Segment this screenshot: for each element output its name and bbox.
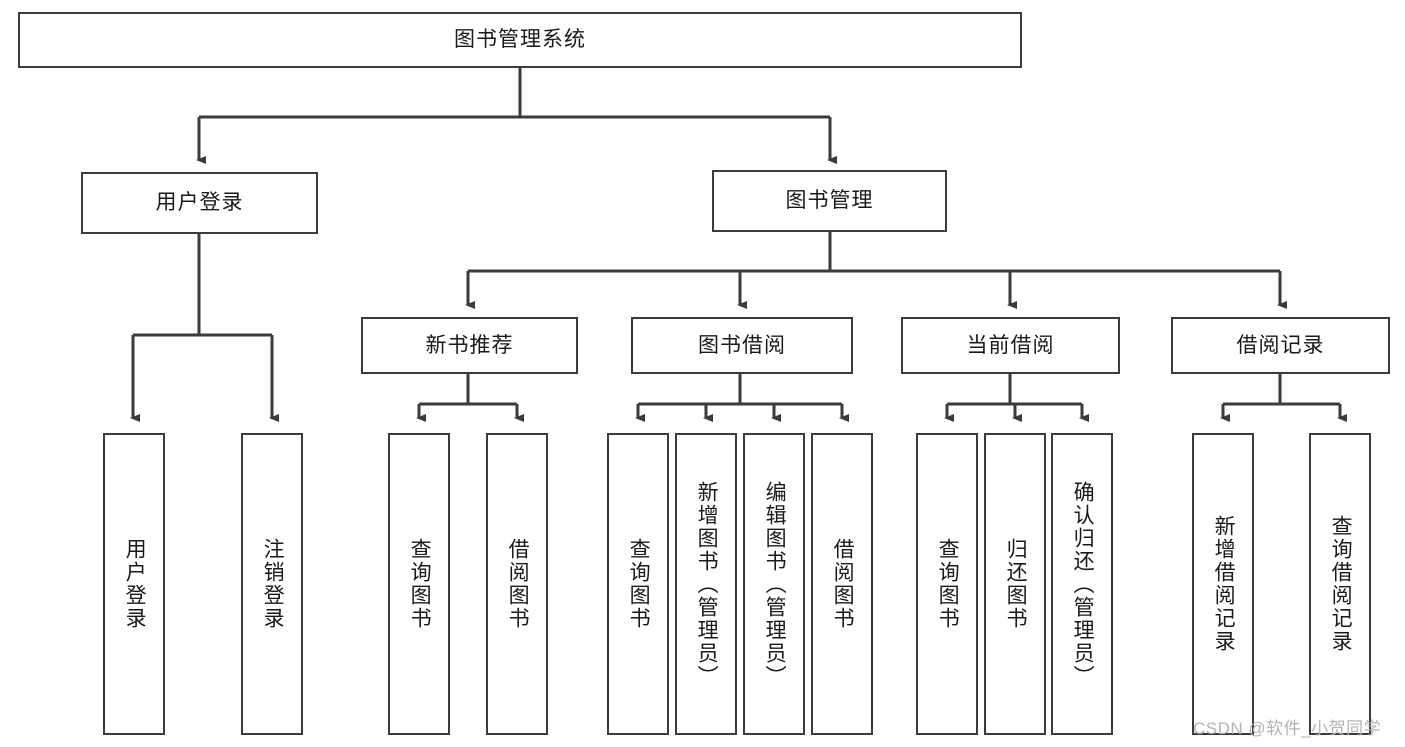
node-leaf-query-book-3-label: 查询图书 — [936, 538, 960, 630]
node-current-borrow-label: 当前借阅 — [966, 333, 1055, 357]
node-book-borrow-label: 图书借阅 — [698, 333, 786, 357]
node-book-management-label: 图书管理 — [785, 189, 874, 213]
node-leaf-query-record[interactable]: 查询借阅记录 — [1309, 433, 1371, 735]
node-leaf-return-book-label: 归还图书 — [1004, 538, 1028, 630]
node-user-login-label: 用户登录 — [155, 191, 244, 215]
node-new-book-recommend[interactable]: 新书推荐 — [361, 317, 578, 374]
node-root-label: 图书管理系统 — [454, 28, 586, 52]
node-leaf-logout-login-label: 注销登录 — [261, 538, 285, 630]
node-borrow-record-label: 借阅记录 — [1236, 333, 1325, 357]
node-leaf-borrow-book-2-label: 借阅图书 — [831, 538, 855, 630]
watermark-text: CSDN @软件_小贺同学 — [1193, 719, 1382, 738]
node-leaf-query-book-2[interactable]: 查询图书 — [607, 433, 669, 735]
node-leaf-add-record-label: 新增借阅记录 — [1212, 515, 1236, 653]
node-leaf-edit-book[interactable]: 编辑图书（管理员） — [743, 433, 805, 735]
node-leaf-edit-book-label: 编辑图书（管理员） — [763, 480, 787, 688]
node-leaf-query-book-3[interactable]: 查询图书 — [916, 433, 978, 735]
node-leaf-user-login-label: 用户登录 — [123, 538, 147, 630]
node-leaf-add-record[interactable]: 新增借阅记录 — [1192, 433, 1254, 735]
node-leaf-user-login[interactable]: 用户登录 — [103, 433, 165, 735]
node-leaf-add-book[interactable]: 新增图书（管理员） — [675, 433, 737, 735]
node-new-book-recommend-label: 新书推荐 — [425, 333, 514, 357]
node-leaf-borrow-book-1-label: 借阅图书 — [506, 538, 530, 630]
node-book-management[interactable]: 图书管理 — [712, 170, 947, 232]
node-leaf-query-book-1[interactable]: 查询图书 — [388, 433, 450, 735]
node-leaf-borrow-book-1[interactable]: 借阅图书 — [486, 433, 548, 735]
node-leaf-return-book[interactable]: 归还图书 — [984, 433, 1046, 735]
node-leaf-query-record-label: 查询借阅记录 — [1329, 515, 1353, 653]
node-borrow-record[interactable]: 借阅记录 — [1171, 317, 1390, 374]
node-leaf-query-book-1-label: 查询图书 — [408, 538, 432, 630]
node-user-login[interactable]: 用户登录 — [81, 172, 318, 234]
node-current-borrow[interactable]: 当前借阅 — [901, 317, 1120, 374]
node-leaf-confirm-return[interactable]: 确认归还（管理员） — [1051, 433, 1113, 735]
node-leaf-logout-login[interactable]: 注销登录 — [241, 433, 303, 735]
node-leaf-borrow-book-2[interactable]: 借阅图书 — [811, 433, 873, 735]
node-leaf-query-book-2-label: 查询图书 — [627, 538, 651, 630]
node-leaf-confirm-return-label: 确认归还（管理员） — [1071, 480, 1095, 688]
node-root[interactable]: 图书管理系统 — [18, 12, 1022, 68]
node-leaf-add-book-label: 新增图书（管理员） — [695, 480, 719, 688]
node-book-borrow[interactable]: 图书借阅 — [631, 317, 853, 374]
